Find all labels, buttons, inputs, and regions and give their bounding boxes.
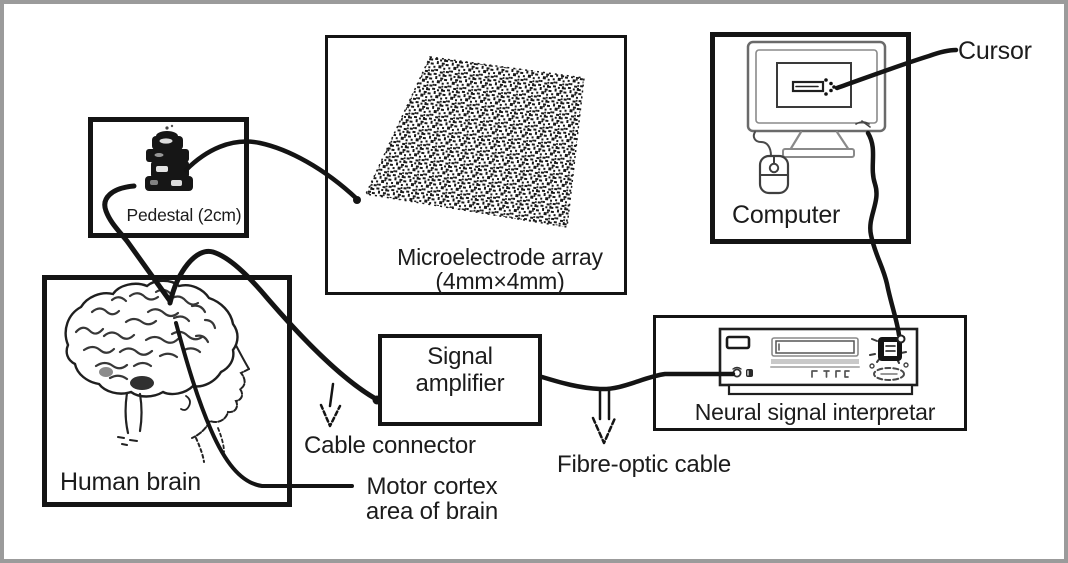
cursor-icon <box>791 78 841 96</box>
pedestal-label: Pedestal (2cm) <box>126 205 242 225</box>
signal-amplifier-label: Signal amplifier <box>382 343 538 397</box>
monitor-icon <box>746 40 887 158</box>
fibre-optic-arrow-icon <box>591 388 617 445</box>
signal-amplifier-label-line1: Signal <box>427 343 493 370</box>
cable-implant-to-amplifier <box>167 248 382 405</box>
cable-connector-arrow-icon <box>319 382 342 428</box>
cable-connector-label: Cable connector <box>304 432 476 459</box>
motor-cortex-label: Motor cortex area of brain <box>355 474 509 524</box>
interpreter-device-icon <box>718 327 919 396</box>
microelectrode-array-label: Microelectrode array (4mm×4mm) <box>380 245 620 293</box>
human-brain-illustration <box>64 279 250 463</box>
pedestal-box <box>88 117 249 238</box>
brainstem <box>124 391 143 435</box>
computer-box <box>710 32 911 244</box>
cursor-pointer-line <box>834 47 959 91</box>
cable-amplifier-to-interpreter <box>539 371 736 392</box>
motor-cortex-pointer-line <box>174 321 354 488</box>
neural-signal-interpreter-label: Neural signal interpretar <box>694 399 936 425</box>
motor-cortex-label-line2: area of brain <box>365 498 499 525</box>
signal-amplifier-box <box>378 334 542 426</box>
signal-amplifier-label-line2: amplifier <box>415 370 505 397</box>
cable-pedestal-to-array <box>183 139 361 204</box>
cable-computer-to-interpreter <box>865 130 906 344</box>
mouse-icon <box>752 131 790 195</box>
fibre-optic-cable-label: Fibre-optic cable <box>557 451 732 478</box>
human-brain-label: Human brain <box>60 468 201 496</box>
pedestal-connector-icon <box>145 124 193 191</box>
human-brain-box <box>42 275 292 507</box>
cursor-label: Cursor <box>958 37 1032 65</box>
cable-pedestal-to-implant <box>102 183 173 304</box>
microelectrode-array-texture <box>364 56 585 228</box>
microelectrode-array-box <box>325 35 627 295</box>
microelectrode-array-label-line1: Microelectrode array <box>397 244 603 270</box>
neural-signal-interpreter-box <box>653 315 967 431</box>
microelectrode-array-label-line2: (4mm×4mm) <box>435 268 565 295</box>
motor-cortex-label-line1: Motor cortex <box>366 473 498 500</box>
computer-label: Computer <box>732 201 841 229</box>
knob-icon <box>869 336 909 381</box>
